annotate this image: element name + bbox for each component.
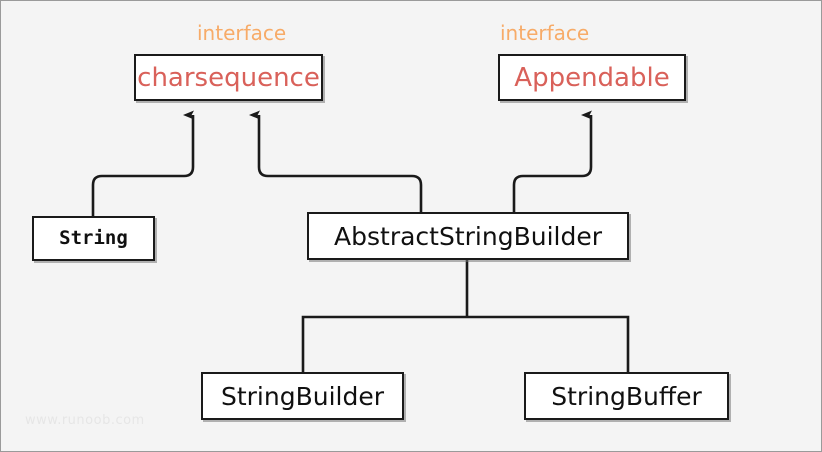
edge-abstractstringbuilder-to-appendable	[512, 110, 593, 212]
node-appendable[interactable]: Appendable	[498, 54, 686, 101]
node-string[interactable]: String	[32, 216, 155, 261]
interface-tag-charsequence: interface	[197, 21, 287, 45]
node-abstract-string-builder[interactable]: AbstractStringBuilder	[307, 212, 629, 260]
node-string-buffer-label: StringBuffer	[551, 381, 702, 411]
node-abstract-string-builder-label: AbstractStringBuilder	[334, 221, 602, 251]
edge-string-to-charsequence	[91, 110, 195, 216]
node-string-buffer[interactable]: StringBuffer	[524, 372, 729, 420]
edge-abstractstringbuilder-to-subclasses	[301, 258, 630, 374]
watermark: www.runoob.com	[25, 413, 145, 428]
node-charsequence-label: charsequence	[137, 62, 320, 93]
node-string-builder-label: StringBuilder	[220, 381, 385, 411]
node-charsequence[interactable]: charsequence	[134, 54, 323, 101]
node-string-builder[interactable]: StringBuilder	[201, 372, 404, 420]
node-string-label: String	[59, 227, 128, 249]
node-appendable-label: Appendable	[514, 62, 670, 93]
interface-tag-appendable: interface	[500, 21, 590, 45]
edge-abstractstringbuilder-to-charsequence	[249, 110, 423, 212]
